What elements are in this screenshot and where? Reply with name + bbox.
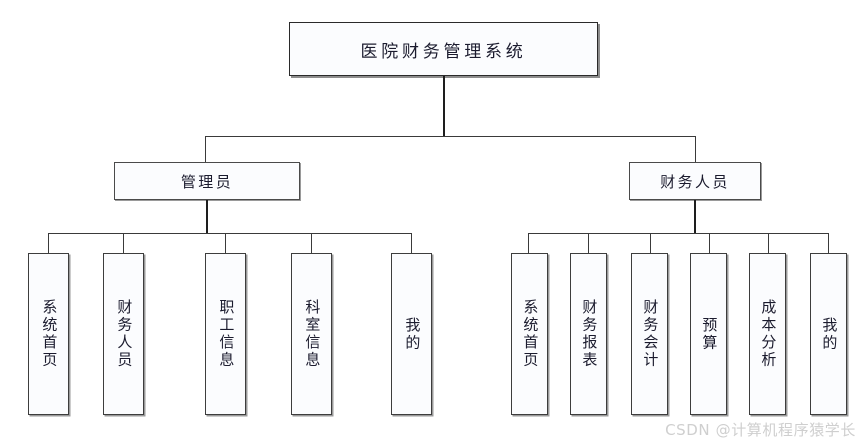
node-leaf-admin-5[interactable]: 我的	[391, 253, 432, 415]
connector-admin-leaf-drop-1	[48, 233, 49, 253]
node-leaf-finance-4[interactable]: 预算	[690, 253, 727, 415]
connector-bus-to-finance	[695, 136, 696, 162]
connector-admin-leaf-drop-3	[225, 233, 226, 253]
connector-finance-leaf-drop-1	[528, 233, 529, 253]
node-leaf-admin-4[interactable]: 科室信息	[291, 253, 332, 415]
connector-admin-leaf-drop-5	[411, 233, 412, 253]
node-leaf-finance-2-label: 财务报表	[580, 299, 599, 369]
csdn-watermark: CSDN @计算机程序猿学长	[665, 421, 856, 439]
node-leaf-finance-2[interactable]: 财务报表	[570, 253, 607, 415]
connector-level1-bus	[205, 136, 696, 137]
connector-admin-leaf-drop-4	[311, 233, 312, 253]
node-leaf-finance-1[interactable]: 系统首页	[511, 253, 548, 415]
connector-finance-drop	[694, 200, 696, 233]
node-branch-admin-label: 管理员	[180, 172, 234, 191]
node-leaf-admin-5-label: 我的	[403, 316, 422, 352]
node-leaf-admin-1-label: 系统首页	[40, 299, 59, 369]
node-leaf-admin-4-label: 科室信息	[303, 299, 322, 369]
node-leaf-finance-4-label: 预算	[700, 316, 719, 352]
connector-bus-to-admin	[205, 136, 206, 162]
connector-admin-bus	[48, 233, 411, 234]
connector-finance-leaf-drop-3	[650, 233, 651, 253]
node-leaf-admin-3-label: 职工信息	[217, 299, 236, 369]
connector-finance-leaf-drop-6	[828, 233, 829, 253]
node-leaf-admin-1[interactable]: 系统首页	[28, 253, 69, 415]
node-leaf-finance-3[interactable]: 财务会计	[631, 253, 668, 415]
node-leaf-finance-5-label: 成本分析	[759, 299, 778, 369]
connector-finance-leaf-drop-5	[768, 233, 769, 253]
node-leaf-admin-2-label: 财务人员	[115, 299, 134, 369]
node-leaf-admin-3[interactable]: 职工信息	[205, 253, 246, 415]
node-leaf-finance-3-label: 财务会计	[641, 299, 660, 369]
node-branch-finance-staff-label: 财务人员	[660, 172, 730, 191]
node-leaf-finance-5[interactable]: 成本分析	[749, 253, 786, 415]
node-branch-admin[interactable]: 管理员	[114, 162, 300, 200]
connector-admin-leaf-drop-2	[123, 233, 124, 253]
connector-admin-drop	[206, 200, 208, 233]
connector-root-drop	[443, 76, 445, 136]
connector-finance-leaf-drop-2	[588, 233, 589, 253]
node-root-system[interactable]: 医院财务管理系统	[289, 22, 598, 76]
node-leaf-finance-6-label: 我的	[820, 316, 839, 352]
node-leaf-finance-6[interactable]: 我的	[810, 253, 847, 415]
node-branch-finance-staff[interactable]: 财务人员	[629, 162, 761, 200]
node-leaf-finance-1-label: 系统首页	[521, 299, 540, 369]
node-root-label: 医院财务管理系统	[360, 41, 527, 62]
connector-finance-leaf-drop-4	[709, 233, 710, 253]
node-leaf-admin-2[interactable]: 财务人员	[103, 253, 144, 415]
connector-finance-bus	[528, 233, 829, 234]
